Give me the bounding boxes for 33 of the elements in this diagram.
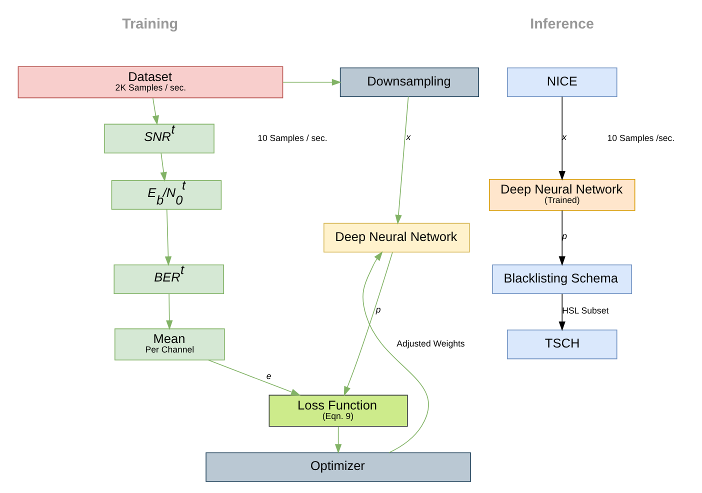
edge-label: e	[266, 371, 271, 382]
label: Training	[122, 16, 178, 33]
arrow	[207, 360, 300, 396]
arrow	[558, 96, 565, 181]
node-box: Deep Neural Network	[323, 222, 470, 252]
node-box: Optimizer	[205, 452, 470, 482]
node-box: TSCH	[506, 330, 617, 360]
label: Inference	[530, 16, 594, 33]
arrow	[558, 293, 565, 332]
edge-label: HSL Subset	[562, 305, 608, 316]
arrow	[166, 293, 172, 330]
edge-label: x	[406, 132, 410, 142]
node-box: Dataset 2K Samples / sec.	[17, 66, 283, 98]
node-box: Loss Function (Eqn. 9)	[268, 394, 408, 427]
arrow	[362, 251, 429, 454]
arrow	[394, 96, 408, 224]
node-box: Blacklisting Schema	[492, 264, 632, 294]
edge-label: x	[562, 132, 566, 142]
arrow	[282, 78, 341, 86]
arrow	[343, 252, 392, 396]
node-box: Deep Neural Network (Trained)	[488, 178, 635, 211]
node-box: Mean Per Channel	[114, 328, 224, 360]
arrow	[164, 209, 172, 266]
edge-label: p	[375, 304, 380, 315]
label: 10 Samples / sec.	[257, 132, 327, 143]
node-box: NICE	[506, 67, 617, 98]
arrow	[160, 152, 166, 182]
arrow	[152, 98, 159, 126]
arrow	[558, 210, 565, 266]
edge-label: Adjusted Weights	[396, 338, 464, 349]
node-box: Downsampling	[339, 67, 478, 98]
arrow	[334, 426, 342, 454]
label: 10 Samples /sec.	[606, 132, 674, 143]
